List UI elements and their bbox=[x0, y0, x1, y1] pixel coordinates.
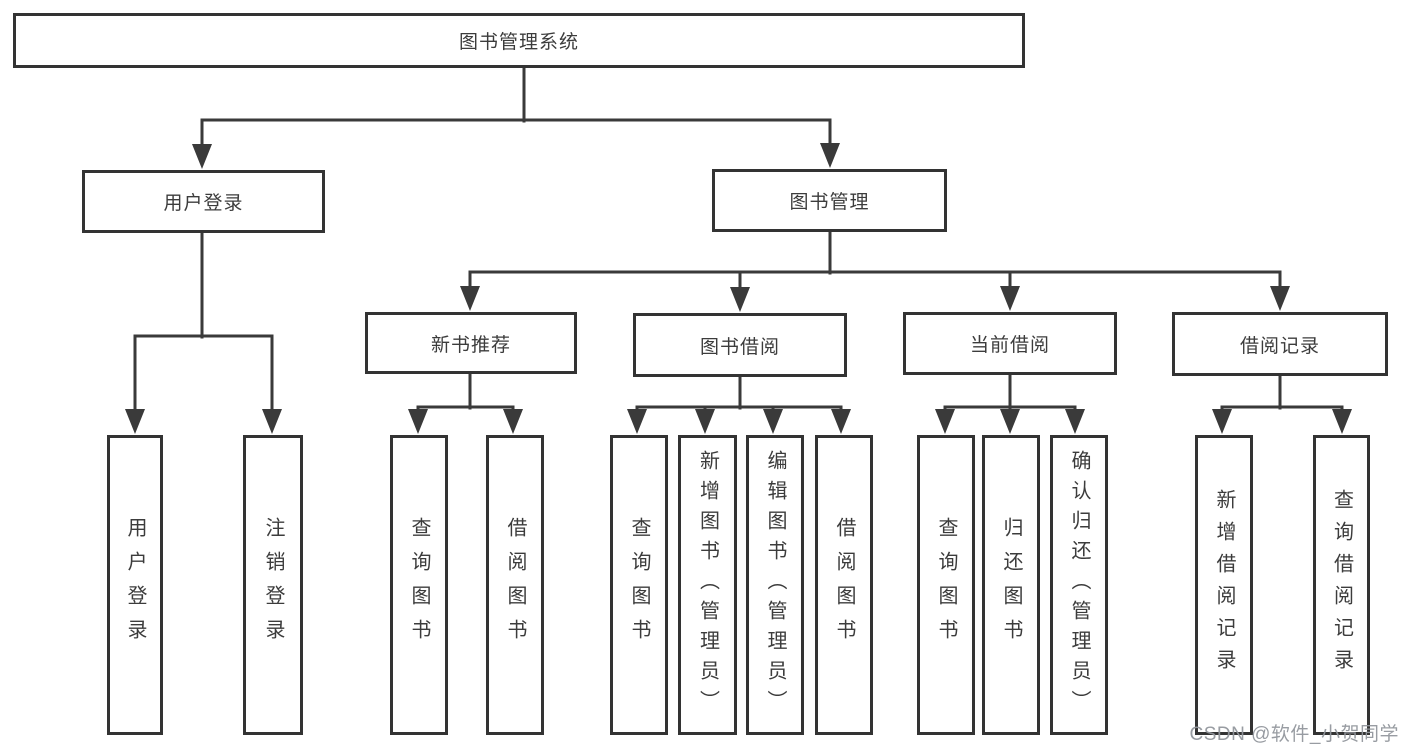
node-query-borrow-record: 查询借阅记录 bbox=[1313, 435, 1370, 735]
node-borrow-book-2-label: 借阅图书 bbox=[833, 517, 855, 653]
node-confirm-return-admin: 确认归还（管理员） bbox=[1050, 435, 1108, 735]
node-login: 用户登录 bbox=[107, 435, 163, 735]
node-confirm-return-admin-label: 确认归还（管理员） bbox=[1068, 450, 1090, 720]
node-user-login: 用户登录 bbox=[82, 170, 325, 233]
node-query-book-3: 查询图书 bbox=[917, 435, 975, 735]
node-query-book-2: 查询图书 bbox=[610, 435, 668, 735]
node-query-borrow-record-label: 查询借阅记录 bbox=[1330, 489, 1353, 681]
node-logout: 注销登录 bbox=[243, 435, 303, 735]
node-query-book-1-label: 查询图书 bbox=[408, 517, 430, 653]
node-current-borrow-label: 当前借阅 bbox=[969, 335, 1050, 356]
node-return-book: 归还图书 bbox=[982, 435, 1040, 735]
node-user-login-label: 用户登录 bbox=[163, 193, 244, 214]
node-borrow-book-1: 借阅图书 bbox=[486, 435, 544, 735]
node-book-management: 图书管理 bbox=[712, 169, 947, 232]
node-book-borrow-label: 图书借阅 bbox=[699, 336, 780, 358]
node-book-management-label: 图书管理 bbox=[789, 192, 870, 213]
connector-arrows bbox=[125, 118, 1352, 434]
node-borrow-book-1-label: 借阅图书 bbox=[504, 517, 526, 653]
csdn-watermark: CSDN @软件_小贺同学 bbox=[1189, 724, 1399, 745]
node-add-borrow-record-label: 新增借阅记录 bbox=[1213, 489, 1235, 681]
node-query-book-3-label: 查询图书 bbox=[935, 517, 957, 653]
node-add-book-admin-label: 新增图书（管理员） bbox=[696, 450, 719, 720]
node-edit-book-admin-label: 编辑图书（管理员） bbox=[764, 450, 786, 720]
node-logout-label: 注销登录 bbox=[262, 517, 284, 653]
node-root: 图书管理系统 bbox=[13, 13, 1025, 68]
node-return-book-label: 归还图书 bbox=[1000, 517, 1022, 653]
node-login-label: 用户登录 bbox=[124, 517, 146, 653]
node-edit-book-admin: 编辑图书（管理员） bbox=[746, 435, 804, 735]
node-query-book-1: 查询图书 bbox=[390, 435, 448, 735]
node-new-book-recommend-label: 新书推荐 bbox=[430, 334, 511, 356]
node-query-book-2-label: 查询图书 bbox=[628, 517, 650, 653]
node-borrow-record: 借阅记录 bbox=[1172, 312, 1388, 376]
node-add-book-admin: 新增图书（管理员） bbox=[678, 435, 737, 735]
node-add-borrow-record: 新增借阅记录 bbox=[1195, 435, 1253, 735]
node-borrow-book-2: 借阅图书 bbox=[815, 435, 873, 735]
node-root-label: 图书管理系统 bbox=[458, 32, 579, 53]
node-book-borrow: 图书借阅 bbox=[633, 313, 847, 377]
connector-stems bbox=[200, 65, 1282, 410]
node-borrow-record-label: 借阅记录 bbox=[1239, 335, 1320, 357]
node-new-book-recommend: 新书推荐 bbox=[365, 312, 577, 374]
node-current-borrow: 当前借阅 bbox=[903, 312, 1117, 375]
